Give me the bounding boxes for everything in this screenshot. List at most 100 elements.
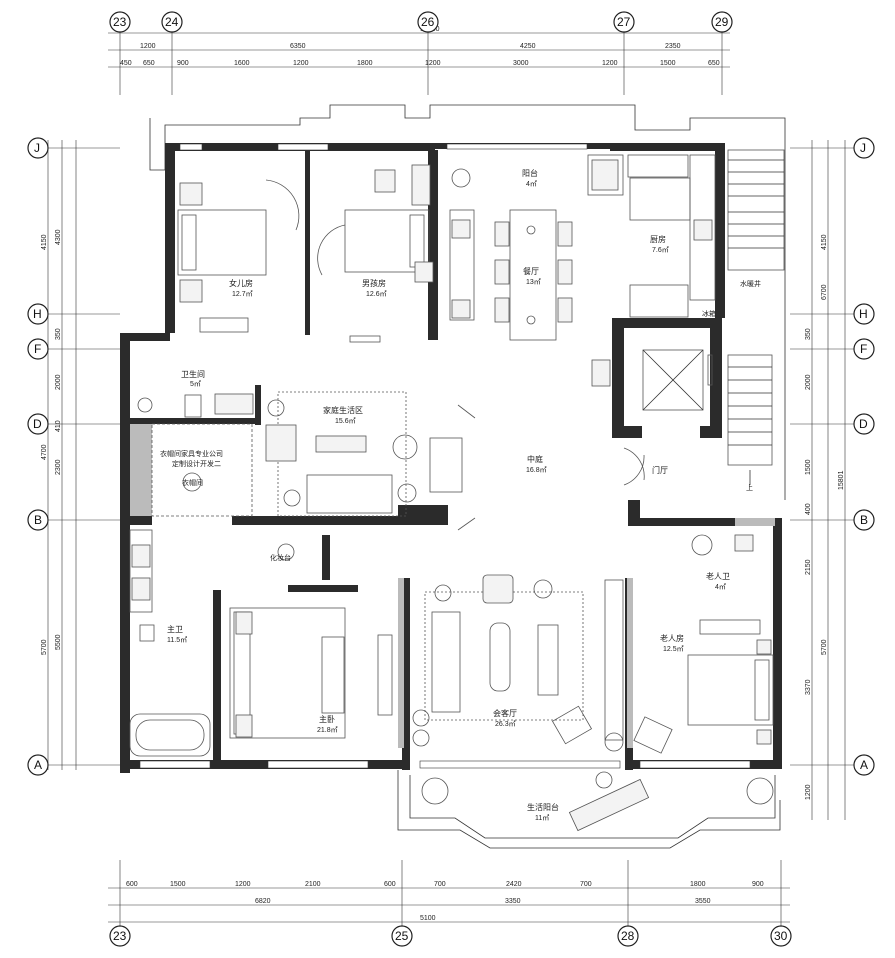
family-area-furniture xyxy=(265,391,463,517)
room-area-elder-bedroom: 12.5㎡ xyxy=(663,645,684,653)
dim-left-3: 5700 xyxy=(41,639,48,655)
axis-label-right-J: J xyxy=(860,141,866,155)
dim-left-6: 2000 xyxy=(55,374,62,390)
axis-bubble-right-H xyxy=(853,303,875,325)
axis-label-left-D: D xyxy=(33,417,42,431)
axis-bubble-top-27 xyxy=(613,11,635,33)
dim-right-10: 1200 xyxy=(805,784,812,800)
doors xyxy=(457,404,645,531)
right-axis-bubbles: J H F D B A xyxy=(790,137,875,776)
boy-room-furniture xyxy=(317,164,434,343)
room-area-family-area: 15.6㎡ xyxy=(335,417,356,425)
fridge-label: 冰箱 xyxy=(702,309,716,318)
axis-label-right-D: D xyxy=(859,417,868,431)
dim-top2-1: 450 xyxy=(120,60,132,67)
room-area-dining: 13㎡ xyxy=(526,278,541,286)
shaft-label: 水暖井 xyxy=(740,279,761,288)
axis-bubble-bottom-28 xyxy=(617,925,639,947)
room-label-living: 会客厅 xyxy=(493,708,517,718)
room-area-master-bedroom: 21.8㎡ xyxy=(317,726,338,734)
room-area-elder-bath: 4㎡ xyxy=(715,583,726,591)
dim-left-5: 350 xyxy=(55,328,62,340)
axis-label-right-B: B xyxy=(860,513,868,527)
cloakroom-label: 衣帽间 xyxy=(182,478,203,487)
axis-label-bottom-28: 28 xyxy=(621,929,635,943)
dim-right-6: 1500 xyxy=(805,459,812,475)
axis-bubble-bottom-25 xyxy=(391,925,413,947)
axis-bubble-top-29 xyxy=(711,11,733,33)
dim-left-2: 4700 xyxy=(41,444,48,460)
axis-label-top-23: 23 xyxy=(113,15,127,29)
dim-top-2: 6350 xyxy=(290,43,306,50)
axis-label-right-F: F xyxy=(860,342,867,356)
room-area-bathroom: 5㎡ xyxy=(190,380,201,388)
dim-right-total: 15801 xyxy=(838,470,845,490)
dim-top-4: 2350 xyxy=(665,43,681,50)
room-area-daughter: 12.7㎡ xyxy=(232,290,253,298)
room-area-living-balcony: 11㎡ xyxy=(535,814,549,822)
axis-label-left-H: H xyxy=(33,307,42,321)
axis-label-top-27: 27 xyxy=(617,15,631,29)
room-area-kitchen: 7.6㎡ xyxy=(652,246,669,254)
axis-bubble-right-F xyxy=(853,338,875,360)
axis-bubble-right-B xyxy=(853,509,875,531)
axis-bubble-right-J xyxy=(853,137,875,159)
master-bedroom-furniture xyxy=(229,543,393,739)
axis-bubble-left-B xyxy=(27,509,49,531)
dim-right-9: 3370 xyxy=(805,679,812,695)
stairs-up-label: 上 xyxy=(746,483,753,492)
axis-label-left-A: A xyxy=(34,758,42,772)
axis-bubble-left-F xyxy=(27,338,49,360)
axis-label-left-J: J xyxy=(34,141,40,155)
axis-bubble-top-26 xyxy=(417,11,439,33)
master-bath-furniture xyxy=(129,529,211,757)
dim-right-3: 5700 xyxy=(821,639,828,655)
dim-top2-2: 650 xyxy=(143,60,155,67)
dressing-table-label: 化妆台 xyxy=(270,553,291,562)
dim-top2-7: 1200 xyxy=(425,60,441,67)
room-label-atrium: 中庭 xyxy=(527,454,543,464)
room-label-elder-bath: 老人卫 xyxy=(706,571,730,581)
daughter-room-furniture xyxy=(177,179,300,333)
cloakroom-furniture xyxy=(151,423,253,517)
balcony-furniture xyxy=(421,771,774,832)
dim-top2-10: 1500 xyxy=(660,60,676,67)
room-label-daughter: 女儿房 xyxy=(229,278,253,288)
axis-label-right-H: H xyxy=(859,307,868,321)
room-label-master-bath: 主卫 xyxy=(167,624,183,634)
living-room-furniture xyxy=(412,574,624,752)
axis-bubble-right-A xyxy=(853,754,875,776)
room-area-master-bath: 11.5㎡ xyxy=(167,636,187,644)
axis-bubble-top-24 xyxy=(161,11,183,33)
dim-top2-4: 1600 xyxy=(234,60,250,67)
kitchen-furniture xyxy=(587,154,716,318)
dim-top-1: 1200 xyxy=(140,43,156,50)
left-dimensions: 4150 4700 5700 4300 350 2000 410 2300 55… xyxy=(41,140,77,770)
watermark-line-1: 衣帽间家具专业公司 xyxy=(160,449,223,458)
dim-top-3: 4250 xyxy=(520,43,536,50)
dim-right-7: 400 xyxy=(805,503,812,515)
room-label-boy: 男孩房 xyxy=(362,278,386,288)
dim-right-8: 2150 xyxy=(805,559,812,575)
left-axis-bubbles: J H F D B A xyxy=(27,137,120,776)
dim-right-4: 350 xyxy=(805,328,812,340)
axis-label-top-26: 26 xyxy=(421,15,435,29)
hatched-walls xyxy=(130,424,775,748)
dim-bottom-2: 1500 xyxy=(170,881,186,888)
dim-top2-11: 650 xyxy=(708,60,720,67)
room-label-family-area: 家庭生活区 xyxy=(323,405,363,415)
room-area-boy: 12.6㎡ xyxy=(366,290,387,298)
axis-bubble-left-H xyxy=(27,303,49,325)
room-label-master-bedroom: 主卧 xyxy=(319,714,335,724)
room-label-elder-bedroom: 老人房 xyxy=(660,633,684,643)
bottom-dimensions: 600 1500 1200 2100 600 700 2420 700 1800… xyxy=(108,860,790,930)
dim-top2-3: 900 xyxy=(177,60,189,67)
axis-bubble-top-23 xyxy=(109,11,131,33)
windows xyxy=(139,143,751,769)
dim-bottom-8: 700 xyxy=(580,881,592,888)
room-label-kitchen: 厨房 xyxy=(650,234,666,244)
axis-bubble-left-J xyxy=(27,137,49,159)
axis-bubble-bottom-23 xyxy=(109,925,131,947)
room-label-foyer: 门厅 xyxy=(652,465,668,475)
